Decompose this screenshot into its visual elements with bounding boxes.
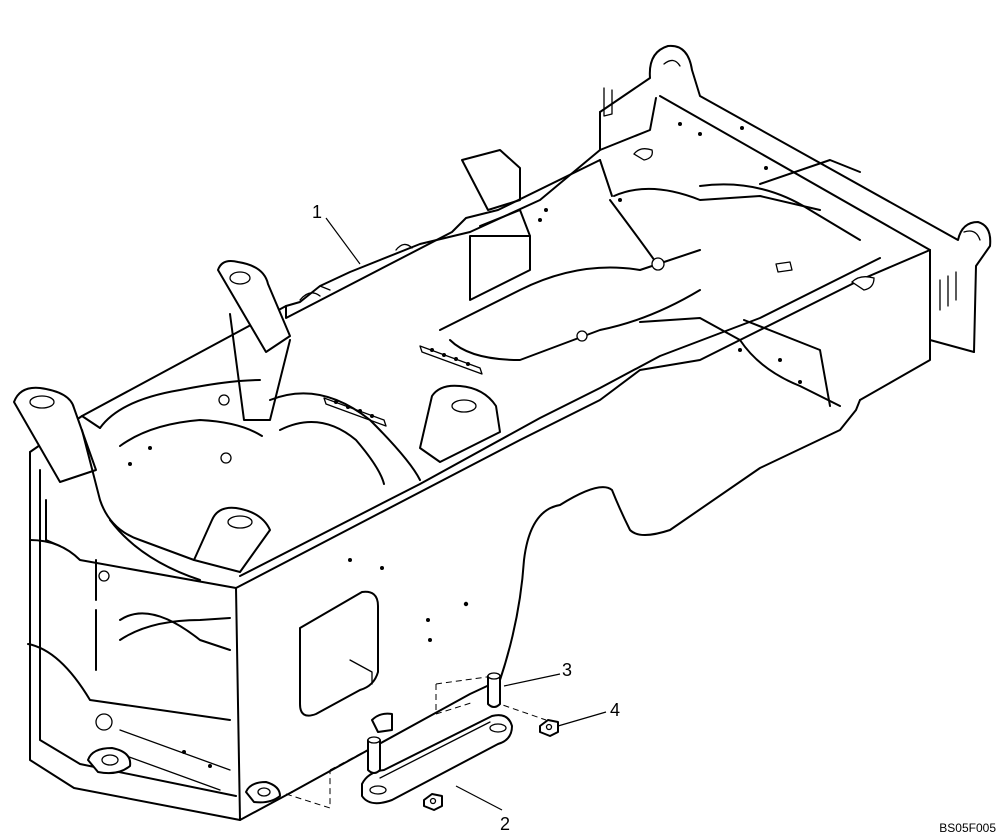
callout-1: 1 xyxy=(312,202,322,222)
pin-lower xyxy=(367,736,381,774)
callout-4: 4 xyxy=(610,700,620,720)
leader-line-1 xyxy=(325,217,361,265)
main-frame xyxy=(13,44,992,821)
pin-upper xyxy=(487,672,501,708)
callout-3: 3 xyxy=(562,660,572,680)
link-bar xyxy=(361,712,513,805)
callout-2: 2 xyxy=(500,814,510,834)
leader-line-3 xyxy=(503,673,561,687)
slot-bar-right xyxy=(419,345,483,375)
leader-line-2 xyxy=(455,785,503,811)
bolt-holes xyxy=(95,122,802,768)
drawing-code: BS05F005 xyxy=(939,821,996,835)
slot-bar-left xyxy=(323,397,387,427)
nut-upper xyxy=(539,719,559,737)
leader-line-4 xyxy=(557,711,607,727)
nut-lower xyxy=(423,793,443,811)
